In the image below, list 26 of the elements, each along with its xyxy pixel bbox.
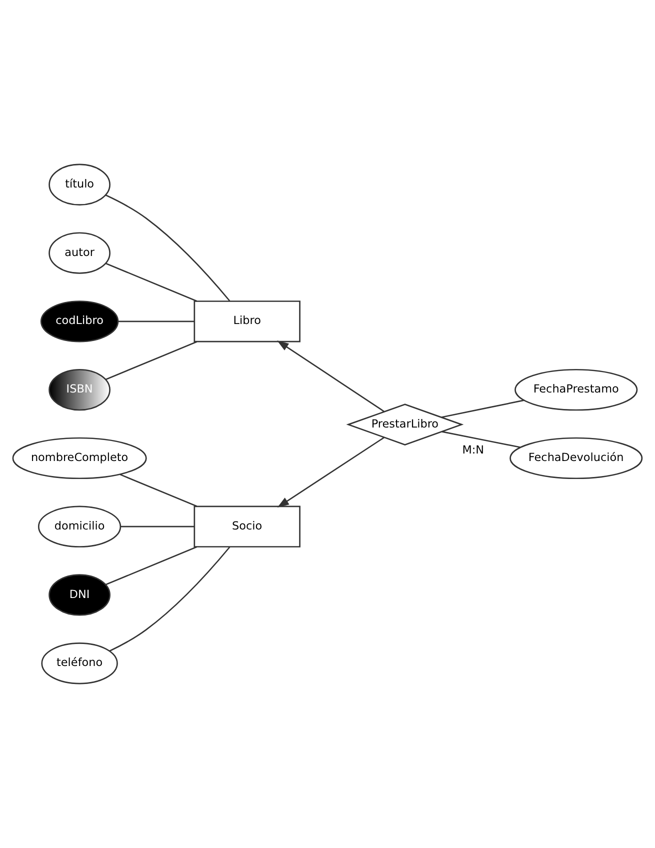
node-ellipse: FechaDevolución bbox=[510, 437, 643, 480]
node-ellipse: FechaPrestamo bbox=[514, 368, 638, 411]
connector bbox=[105, 194, 230, 302]
node-ellipse: autor bbox=[48, 232, 110, 274]
node-ellipse: teléfono bbox=[41, 642, 118, 684]
connector bbox=[120, 474, 198, 507]
connector bbox=[106, 341, 198, 380]
node-ellipse: nombreCompleto bbox=[12, 437, 147, 480]
connector bbox=[441, 400, 524, 418]
connector bbox=[106, 546, 198, 586]
node-box: Socio bbox=[194, 506, 300, 548]
node-ellipse: codLibro bbox=[40, 300, 119, 342]
connector bbox=[120, 526, 194, 528]
node-box: Libro bbox=[194, 300, 300, 342]
connector bbox=[118, 320, 194, 322]
connector bbox=[106, 262, 198, 302]
connector bbox=[442, 431, 520, 448]
connector bbox=[109, 546, 230, 652]
node-ellipse: ISBN bbox=[48, 368, 110, 411]
node-label: M:N bbox=[462, 444, 484, 457]
node-ellipse: título bbox=[48, 164, 110, 206]
arrow bbox=[277, 436, 384, 508]
arrow bbox=[277, 340, 384, 412]
node-diamond: PrestarLibro bbox=[346, 404, 464, 446]
node-ellipse: DNI bbox=[48, 574, 110, 616]
node-ellipse: domicilio bbox=[38, 506, 122, 548]
